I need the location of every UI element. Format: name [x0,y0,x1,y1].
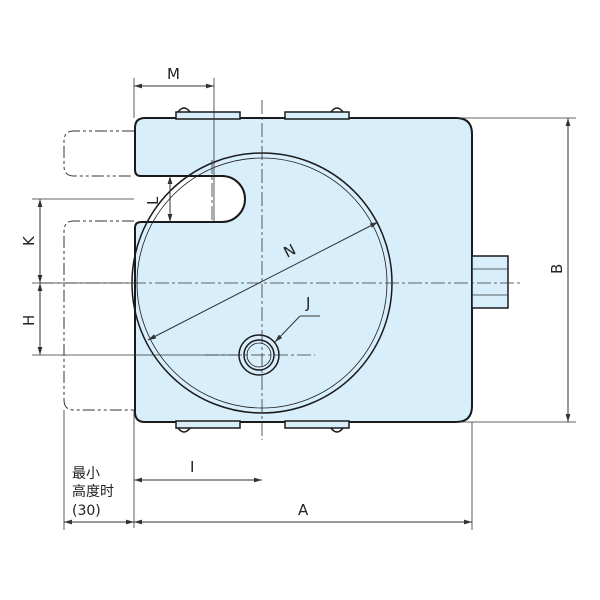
label-b: B [548,264,566,274]
label-h: H [20,315,38,326]
dimension-b: B [456,117,576,423]
phantom-min-height-outline [63,130,134,411]
bottom-clamps [175,420,350,433]
note-line1: 最小 [72,466,100,482]
label-k: K [20,235,38,246]
dimension-k-h: K H [20,198,240,356]
dimension-min-height: 最小 高度时 (30) [63,410,134,530]
dimension-l: L [144,176,173,222]
leader-j: J [274,294,320,343]
label-m: M [167,65,180,83]
note-line3: (30) [72,503,101,519]
dimension-a: A [134,422,473,530]
label-l: L [144,196,162,205]
dimension-m: M [133,65,215,222]
main-body [134,117,473,423]
side-adjust-screw [471,255,509,309]
label-i: I [190,458,194,476]
note-line2: 高度时 [72,483,114,500]
top-clamps [175,107,350,120]
dimension-i: I [133,410,262,528]
label-a: A [298,501,309,519]
label-j: J [305,294,310,312]
